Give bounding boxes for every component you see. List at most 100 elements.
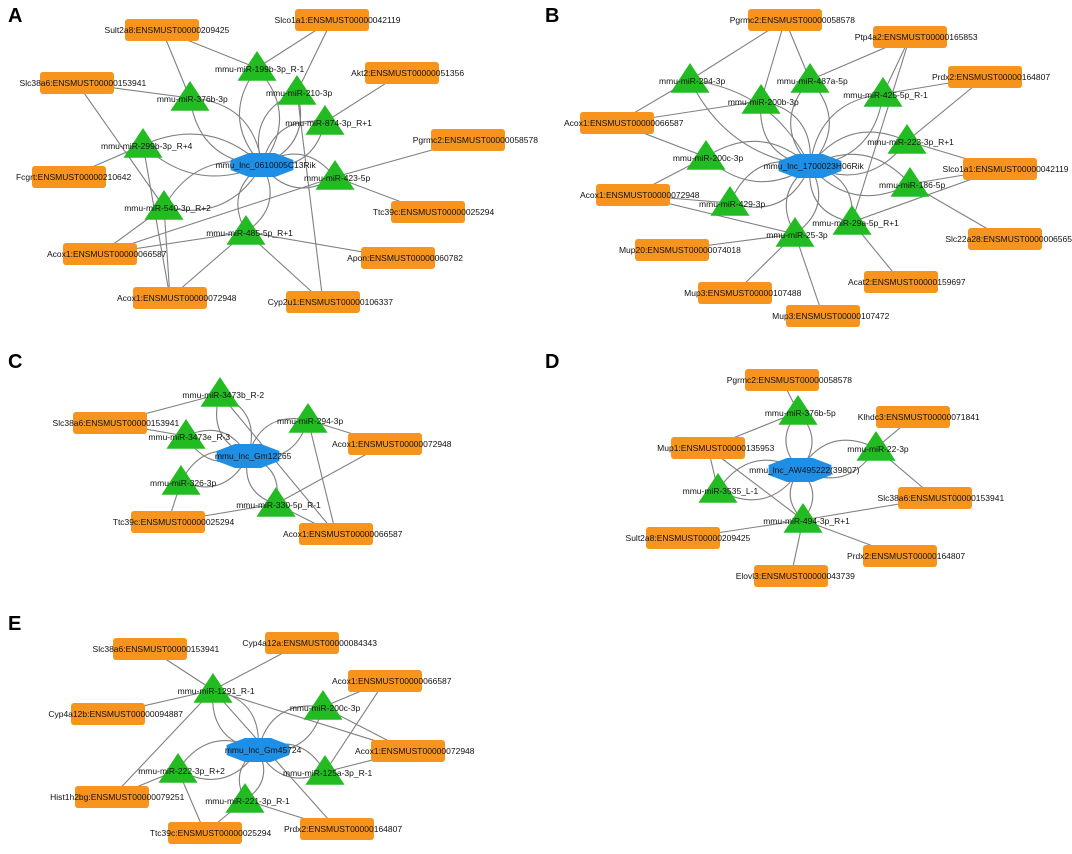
mrna-box (113, 638, 187, 660)
mrna-label: Akt2:ENSMUST00000051356 (351, 68, 464, 78)
lncrna-label: mmu_lnc_Gm12265 (215, 451, 292, 461)
mirna-node: mmu-miR-199b-3p_R-1 (215, 51, 305, 81)
mrna-label: Mup1:ENSMUST00000135953 (657, 443, 774, 453)
mrna-box (754, 565, 828, 587)
mrna-label: Cyp4a12b:ENSMUST00000094887 (48, 709, 183, 719)
mirna-label: mmu-miR-294-3p (659, 76, 725, 86)
mrna-label: Pgrmc2:ENSMUST00000058578 (727, 375, 852, 385)
mrna-node: Sult2a8:ENSMUST00000209425 (626, 527, 751, 549)
panel-letter: E (8, 613, 21, 635)
mrna-node: Cyp2u1:ENSMUST00000106337 (268, 291, 393, 313)
mirna-node: mmu-miR-200b-3p (728, 84, 799, 114)
mrna-node: Acox1:ENSMUST00000066587 (47, 243, 167, 265)
mrna-node: Acox1:ENSMUST00000066587 (283, 523, 403, 545)
mirna-node: mmu-miR-222-3p_R+2 (138, 753, 225, 783)
mrna-label: Slco1a1:ENSMUST00000042119 (943, 164, 1069, 174)
mrna-node: Klhdc3:ENSMUST00000071841 (858, 406, 980, 428)
mrna-node: Mup3:ENSMUST00000107488 (684, 282, 802, 304)
mirna-triangle (237, 51, 277, 81)
lncrna-octagon (768, 458, 832, 482)
mrna-label: Slc38a6:ENSMUST00000153941 (93, 644, 220, 654)
mrna-box (168, 822, 242, 844)
mrna-node: Acox1:ENSMUST00000066587 (564, 112, 684, 134)
mirna-label: mmu-miR-3473b_R-2 (182, 390, 264, 400)
edge-m125a-acox1a (324, 680, 386, 773)
edge-m299-acox1b (142, 144, 171, 299)
mrna-node: Cyp4a12a:ENSMUST00000084343 (242, 632, 377, 654)
mrna-node: Ttc39c:ENSMUST00000025294 (373, 201, 494, 223)
panel-letter: A (8, 5, 22, 27)
mrna-box (265, 632, 339, 654)
mrna-node: Pgrmc2:ENSMUST00000058578 (413, 129, 538, 151)
edge-m494-mup1 (707, 447, 804, 521)
mrna-box (391, 201, 465, 223)
mrna-label: Hist1h2bg:ENSMUST00000079251 (50, 792, 184, 802)
mirna-node: mmu-miR-423-5p (304, 160, 370, 190)
mrna-label: Apon:ENSMUST00000060782 (347, 253, 463, 263)
mrna-box (646, 527, 720, 549)
mirna-node: mmu-miR-540-3p_R+2 (124, 190, 211, 220)
mrna-label: Cyp4a12a:ENSMUST00000084343 (242, 638, 377, 648)
mrna-label: Prdx2:ENSMUST00000164807 (932, 72, 1050, 82)
mrna-node: Hist1h2bg:ENSMUST00000079251 (50, 786, 185, 808)
mrna-node: Slc22a28:ENSMUST00000065651 (945, 228, 1072, 250)
mirna-node: mmu-miR-125a-3p_R-1 (283, 755, 373, 785)
mrna-node: Prdx2:ENSMUST00000164807 (932, 66, 1050, 88)
mirna-node: mmu-miR-3473b_R-2 (182, 377, 264, 407)
mirna-label: mmu-miR-330-5p_R-1 (236, 500, 321, 510)
lncrna-octagon (226, 738, 290, 762)
mrna-label: Slco1a1:ENSMUST00000042119 (275, 15, 401, 25)
mirna-node: mmu-miR-485-5p_R+1 (206, 215, 293, 245)
edge-m3473b-acox1a (219, 393, 337, 535)
mrna-label: Acox1:ENSMUST00000066587 (283, 529, 403, 539)
mrna-label: Elovl3:ENSMUST00000043739 (736, 571, 855, 581)
panel-letter: D (545, 351, 559, 373)
mrna-node: Acox1:ENSMUST00000066587 (332, 670, 452, 692)
mrna-box (698, 282, 772, 304)
edge-m294-acox1a (307, 419, 337, 535)
mrna-box (300, 818, 374, 840)
mirna-node: mmu-miR-200c-3p (673, 140, 743, 170)
lnc-node: mmu_lnc_Gm45724 (225, 738, 302, 762)
mirna-node: mmu-miR-330-5p_R-1 (236, 487, 321, 517)
mrna-box (431, 129, 505, 151)
mirna-label: mmu-miR-326-3p (150, 478, 216, 488)
mirna-triangle (193, 673, 233, 703)
mrna-node: Ttc39c:ENSMUST00000025294 (113, 511, 234, 533)
lncrna-octagon (778, 154, 842, 178)
mirna-label: mmu-miR-376b-5p (765, 408, 836, 418)
mirna-triangle (890, 167, 930, 197)
mrna-label: Mup20:ENSMUST00000074018 (619, 245, 741, 255)
mirna-label: mmu-miR-3535_L-1 (683, 486, 759, 496)
mrna-box (898, 487, 972, 509)
mrna-label: Slc38a6:ENSMUST00000153941 (20, 78, 147, 88)
mrna-box (131, 511, 205, 533)
lncrna-octagon (230, 153, 294, 177)
mirna-node: mmu-miR-3473e_R-3 (148, 419, 230, 449)
mirna-label: mmu-miR-1291_R-1 (178, 686, 255, 696)
edge-m29a-ptp4a2 (851, 36, 911, 223)
mrna-node: Pgrmc2:ENSMUST00000058578 (727, 369, 852, 391)
edge-lnc-m376b (189, 97, 263, 166)
mrna-box (371, 740, 445, 762)
mrna-label: Cyp2u1:ENSMUST00000106337 (268, 297, 393, 307)
mirna-label: mmu-miR-494-3p_R+1 (763, 516, 850, 526)
mirna-triangle (778, 395, 818, 425)
mirna-label: mmu-miR-874-3p_R+1 (285, 118, 372, 128)
mirna-node: mmu-miR-186-5p (879, 167, 945, 197)
mirna-triangle (775, 217, 815, 247)
mirna-triangle (863, 77, 903, 107)
mirna-triangle (256, 487, 296, 517)
mrna-label: Pgrmc2:ENSMUST00000058578 (413, 135, 538, 145)
mirna-triangle (670, 63, 710, 93)
mrna-node: Slc38a6:ENSMUST00000153941 (20, 72, 147, 94)
mirna-triangle (698, 473, 738, 503)
mirna-label: mmu-miR-376b-3p (157, 94, 228, 104)
nodes: mmu_lnc_Gm12265 mmu-miR-3473b_R-2 mmu-miR-… (53, 377, 452, 545)
mirna-triangle (790, 63, 830, 93)
mrna-node: Ptp4a2:ENSMUST00000165853 (855, 26, 978, 48)
mrna-box (745, 369, 819, 391)
mirna-label: mmu-miR-200b-3p (728, 97, 799, 107)
mrna-label: Slc38a6:ENSMUST00000153941 (53, 418, 180, 428)
